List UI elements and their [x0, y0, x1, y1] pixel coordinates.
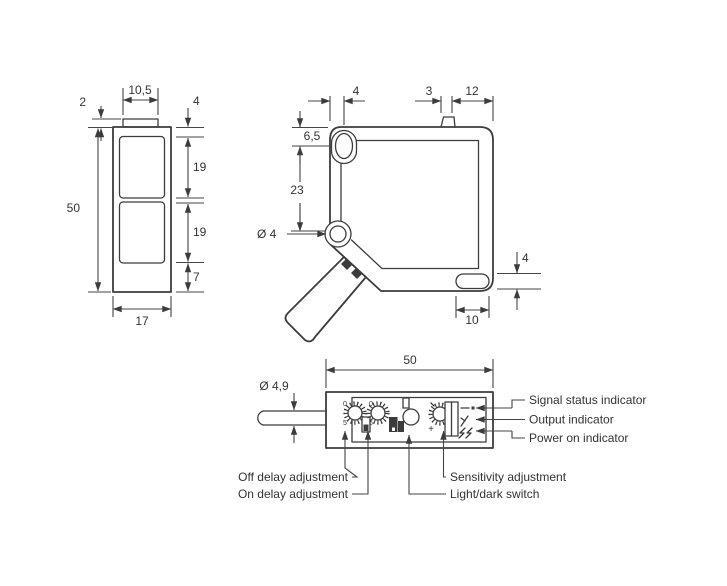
- side-body-outline: [329, 126, 494, 292]
- light-dark-slide: [398, 421, 404, 432]
- dim-label-lens-offset: 4: [193, 94, 200, 108]
- off-delay-dial-label-5: 5: [343, 420, 347, 427]
- dim-label-lens2: 19: [193, 225, 207, 239]
- callout-line-light-dark: [405, 434, 446, 495]
- callout-line-on-delay: [352, 430, 372, 495]
- dim-label-bottom-gap: 7: [193, 270, 200, 284]
- dim-label-cable-diameter: Ø 4,9: [259, 379, 289, 393]
- front-view: 10,5 2 50 4 19 19 7 17: [67, 83, 207, 328]
- output-indicator-icon: [460, 415, 469, 427]
- front-body-outline: [112, 126, 172, 293]
- ext-lines-hole-y: [292, 126, 330, 147]
- ext-lines-bottom-width: [325, 359, 494, 388]
- signal-status-indicator-icon: [460, 406, 475, 410]
- label-off-delay-adjustment: Off delay adjustment: [238, 470, 349, 484]
- bottom-cable-break: [257, 410, 264, 426]
- power-on-indicator-icon: [458, 427, 473, 439]
- dim-label-top-width: 10,5: [128, 83, 152, 97]
- off-delay-dial: 0 5: [343, 401, 367, 427]
- callout-line-off-delay: [341, 430, 359, 478]
- dim-label-bottom-width: 50: [403, 353, 417, 367]
- front-lower-lens: [118, 201, 166, 264]
- ext-lines-front-right: [176, 126, 204, 293]
- callouts: Signal status indicator Output indicator…: [238, 393, 646, 501]
- dim-label-step: 2: [79, 95, 86, 109]
- side-view: 4 3 12 6,5 23 Ø 4 4 10: [257, 84, 541, 343]
- dim-label-tab-width: 3: [426, 84, 433, 98]
- label-light-dark-switch: Light/dark switch: [450, 487, 539, 501]
- side-top-tab: [440, 116, 456, 128]
- bottom-view: 50 Ø 4,9 0 5 0 5: [257, 353, 494, 449]
- lower-mounting-hole: [329, 225, 347, 243]
- callout-line-signal: [511, 399, 525, 408]
- cable-collar-hatch-2: [351, 268, 362, 279]
- label-signal-status-indicator: Signal status indicator: [529, 393, 646, 407]
- label-sensitivity-adjustment: Sensitivity adjustment: [450, 470, 567, 484]
- on-delay-dial: 0 5: [366, 401, 390, 427]
- label-on-delay-adjustment: On delay adjustment: [238, 487, 349, 501]
- dim-label-front-height: 50: [67, 201, 81, 215]
- light-dark-marker: [402, 397, 410, 409]
- bottom-slot: [455, 273, 490, 290]
- dim-label-tab-to-edge: 12: [465, 84, 479, 98]
- on-delay-dial-label-0: 0: [369, 401, 373, 408]
- sensitivity-dial-label-plus: +: [428, 424, 434, 435]
- front-upper-lens: [118, 135, 166, 199]
- front-top-protrusion: [122, 118, 159, 128]
- label-output-indicator: Output indicator: [529, 413, 614, 427]
- ext-lines-slot-height: [497, 272, 541, 290]
- sensitivity-dial-tick: [430, 402, 435, 407]
- on-delay-dial-label-5: 5: [369, 420, 373, 427]
- bottom-cable: [262, 410, 327, 426]
- dim-label-front-width: 17: [135, 314, 149, 328]
- ext-lines-hole-x: [329, 96, 345, 125]
- callout-line-sensitivity: [440, 430, 447, 478]
- dim-label-slot-height: 4: [522, 251, 529, 265]
- on-delay-switch: [389, 417, 398, 432]
- indicator-window: [444, 401, 459, 437]
- off-delay-dial-label-0: 0: [343, 401, 347, 408]
- dim-label-hole-spacing: 23: [290, 183, 304, 197]
- side-inner-contour: [340, 139, 480, 270]
- dim-label-lens1: 19: [193, 160, 207, 174]
- on-delay-switch-notch: [392, 427, 395, 431]
- upper-mounting-hole: [334, 132, 354, 160]
- dim-label-hole-diameter: Ø 4: [257, 227, 277, 241]
- dim-label-hole-y: 6,5: [304, 129, 321, 143]
- callout-line-power: [511, 431, 525, 439]
- light-dark-switch-dial: [402, 408, 420, 426]
- ext-lines-step: [88, 118, 121, 129]
- dim-label-hole-x: 4: [353, 84, 360, 98]
- label-power-on-indicator: Power on indicator: [529, 431, 628, 445]
- side-cable: [284, 256, 367, 343]
- dim-label-slot-width: 10: [465, 313, 479, 327]
- cable-collar-hatch-1: [341, 259, 352, 270]
